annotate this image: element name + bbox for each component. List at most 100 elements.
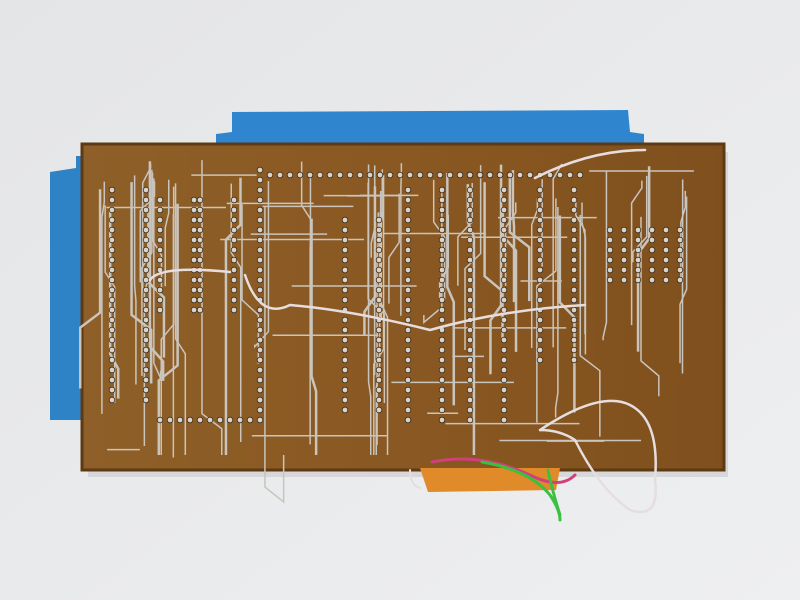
solder-pad [326,171,334,179]
solder-pad [606,266,614,274]
solder-pad [256,256,264,264]
solder-pad [466,196,474,204]
solder-pad [108,236,116,244]
solder-pad [500,356,508,364]
solder-pad [230,216,238,224]
solder-pad [466,326,474,334]
solder-pad [556,171,564,179]
solder-pad [396,171,404,179]
solder-pad [108,256,116,264]
solder-pad [404,256,412,264]
solder-pad [186,416,194,424]
solder-pad [190,256,198,264]
solder-pad [156,226,164,234]
solder-pad [536,206,544,214]
solder-pad [438,256,446,264]
solder-pad [256,346,264,354]
solder-pad [190,286,198,294]
solder-pad [296,171,304,179]
solder-pad [230,286,238,294]
solder-pad [375,336,383,344]
solder-pad [404,206,412,214]
solder-pad [375,286,383,294]
wire-white-3 [533,148,647,180]
solder-pad [438,216,446,224]
solder-pad [566,171,574,179]
solder-pad [500,256,508,264]
solder-pad [375,306,383,314]
solder-pad [570,316,578,324]
solder-pad [634,236,642,244]
solder-pad [142,386,150,394]
solder-pad [466,256,474,264]
solder-pad [500,186,508,194]
solder-pad [570,206,578,214]
solder-pad [196,286,204,294]
solder-pad [156,416,164,424]
solder-pad [341,366,349,374]
solder-pad [236,416,244,424]
solder-pad [466,336,474,344]
solder-pad [142,306,150,314]
solder-pad [438,346,446,354]
solder-pad [256,196,264,204]
solder-pad [142,396,150,404]
solder-pad [466,366,474,374]
solder-pad [438,306,446,314]
solder-pad [404,376,412,384]
solder-pad [256,176,264,184]
solder-pad [108,246,116,254]
solder-pad [256,326,264,334]
solder-pad [375,326,383,334]
trace [632,175,648,263]
solder-pad [662,266,670,274]
solder-pad [276,171,284,179]
solder-pad [466,416,474,424]
trace [679,196,688,364]
solder-pad [570,286,578,294]
solder-pad [570,256,578,264]
solder-pad [438,206,446,214]
solder-pad [196,296,204,304]
trace [602,170,608,341]
solder-pad [404,296,412,304]
trace [78,189,102,389]
solder-pad [634,266,642,274]
solder-pad [256,306,264,314]
solder-pad [536,266,544,274]
solder-pad [446,171,454,179]
wire-white-5 [409,469,421,489]
solder-pad [404,386,412,394]
solder-pad [466,246,474,254]
solder-pad [466,296,474,304]
solder-pad [466,406,474,414]
solder-pad [404,326,412,334]
trace [174,183,187,455]
trace [501,212,518,352]
solder-pad [500,266,508,274]
solder-pad [366,171,374,179]
trace [640,216,660,397]
solder-pad [436,171,444,179]
solder-pad [570,306,578,314]
solder-pad [196,236,204,244]
solder-pad [438,376,446,384]
solder-pad [190,246,198,254]
solder-pad [256,216,264,224]
solder-pad [341,246,349,254]
solder-pad [476,171,484,179]
solder-pad [500,326,508,334]
solder-pad [500,366,508,374]
solder-pad [536,186,544,194]
solder-pad [500,226,508,234]
solder-pad [190,276,198,284]
solder-pad [404,276,412,284]
jumper-wires [148,148,657,522]
solder-pad [438,226,446,234]
solder-pad [438,276,446,284]
solder-pad [536,246,544,254]
solder-pad [648,256,656,264]
trace [153,178,162,379]
solder-pad [142,356,150,364]
